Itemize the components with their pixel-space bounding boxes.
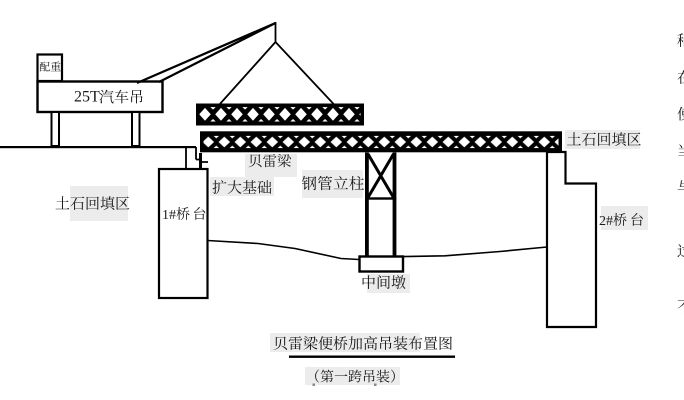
svg-text:25T: 25T [74, 89, 100, 106]
svg-text:2#: 2# [599, 214, 613, 229]
svg-text:1#: 1# [162, 208, 176, 223]
